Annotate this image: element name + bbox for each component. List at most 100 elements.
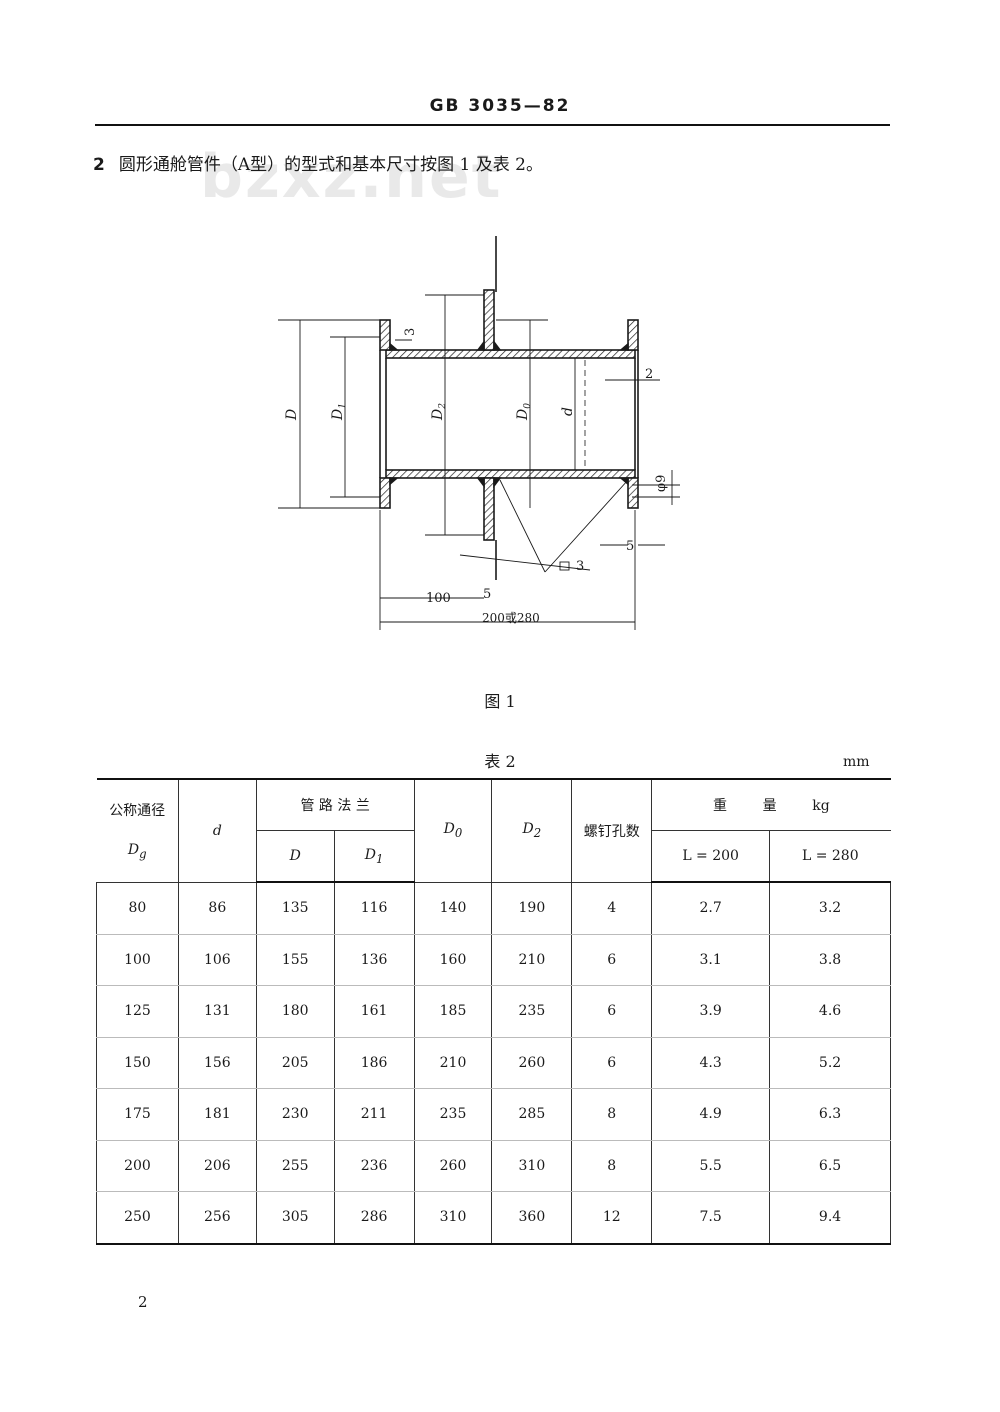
table-cell: 6 bbox=[571, 985, 653, 1038]
pipe-wall-bottom bbox=[385, 469, 636, 479]
label-dim-5-right: 5 bbox=[626, 539, 634, 554]
table-cell: 125 bbox=[96, 985, 179, 1038]
header-rule bbox=[95, 124, 890, 126]
label-D0: D0 bbox=[515, 403, 533, 421]
label-D2: D2 bbox=[430, 403, 448, 421]
table-cell: 160 bbox=[413, 934, 493, 986]
table-cell: 5.5 bbox=[651, 1140, 771, 1192]
table-cell: 205 bbox=[255, 1037, 335, 1089]
header-bolt-holes: 螺钉孔数 bbox=[571, 778, 653, 883]
header-D2: D2 bbox=[491, 778, 573, 883]
table-cell: 6 bbox=[571, 1037, 653, 1089]
table-cell: 235 bbox=[413, 1088, 493, 1141]
right-flange-bottom bbox=[627, 477, 639, 509]
table-cell: 236 bbox=[333, 1140, 415, 1192]
label-dim-5-bottom: 5 bbox=[483, 587, 491, 602]
header-d: d bbox=[177, 778, 257, 883]
table-cell: 9.4 bbox=[769, 1191, 891, 1245]
table-cell: 2.7 bbox=[651, 882, 771, 935]
table-cell: 286 bbox=[333, 1191, 415, 1245]
header-L200: L = 200 bbox=[651, 830, 771, 883]
label-dim-length: 200或280 bbox=[482, 611, 540, 625]
header-weight: 重 量 kg bbox=[651, 778, 891, 831]
table-cell: 200 bbox=[96, 1140, 179, 1192]
table-cell: 310 bbox=[491, 1140, 573, 1192]
table-cell: 175 bbox=[96, 1088, 179, 1141]
table-cell: 86 bbox=[177, 882, 257, 935]
section-paragraph: 2 圆形通舱管件（A型）的型式和基本尺寸按图 1 及表 2。 bbox=[93, 150, 543, 175]
header-L280: L = 280 bbox=[769, 830, 891, 883]
table-cell: 150 bbox=[96, 1037, 179, 1089]
bulkhead-top bbox=[483, 289, 495, 351]
table-cell: 305 bbox=[255, 1191, 335, 1245]
table-cell: 6.5 bbox=[769, 1140, 891, 1192]
label-dim-100: 100 bbox=[426, 591, 451, 606]
table-cell: 3.9 bbox=[651, 985, 771, 1038]
label-dim-3-weld: 3 bbox=[576, 559, 584, 574]
table-cell: 12 bbox=[571, 1191, 653, 1245]
table-cell: 255 bbox=[255, 1140, 335, 1192]
header-nominal-diameter: 公称通径 Dg bbox=[96, 778, 179, 883]
table-cell: 3.1 bbox=[651, 934, 771, 986]
section-number: 2 bbox=[93, 155, 105, 175]
table-cell: 210 bbox=[491, 934, 573, 986]
table-cell: 161 bbox=[333, 985, 415, 1038]
table-cell: 80 bbox=[96, 882, 179, 935]
table-cell: 206 bbox=[177, 1140, 257, 1192]
pipe-wall-top bbox=[385, 349, 636, 359]
table-cell: 155 bbox=[255, 934, 335, 986]
table-cell: 190 bbox=[491, 882, 573, 935]
header-flange: 管 路 法 兰 bbox=[255, 778, 415, 831]
table-cell: 235 bbox=[491, 985, 573, 1038]
table-cell: 4.9 bbox=[651, 1088, 771, 1141]
table-cell: 211 bbox=[333, 1088, 415, 1141]
left-flange-top bbox=[379, 319, 391, 351]
dimension-table: 公称通径 Dg d 管 路 法 兰 D0 D2 螺钉孔数 重 量 kg D D1… bbox=[96, 778, 891, 1245]
table-cell: 106 bbox=[177, 934, 257, 986]
table-cell: 100 bbox=[96, 934, 179, 986]
table-cell: 3.2 bbox=[769, 882, 891, 935]
header-flange-D: D bbox=[256, 830, 335, 883]
pipe-fitting-drawing: D D1 D2 D0 d 3 2 φ9 5 3 100 5 200或280 bbox=[278, 236, 680, 630]
table-cell: 256 bbox=[177, 1191, 257, 1245]
label-D: D bbox=[284, 409, 300, 421]
table-cell: 8 bbox=[571, 1140, 653, 1192]
table-cell: 285 bbox=[491, 1088, 573, 1141]
section-text: 圆形通舱管件（A型）的型式和基本尺寸按图 1 及表 2。 bbox=[118, 155, 543, 175]
document-header: GB 3035—82 bbox=[429, 96, 571, 116]
table-cell: 186 bbox=[333, 1037, 415, 1089]
right-flange-top bbox=[627, 319, 639, 351]
label-dim-2: 2 bbox=[645, 367, 653, 382]
figure-caption: 图 1 bbox=[484, 692, 516, 711]
table-cell: 116 bbox=[333, 882, 415, 935]
table-cell: 181 bbox=[177, 1088, 257, 1141]
table-cell: 156 bbox=[177, 1037, 257, 1089]
table-cell: 210 bbox=[413, 1037, 493, 1089]
label-dim-3-top: 3 bbox=[403, 328, 418, 336]
table-cell: 360 bbox=[491, 1191, 573, 1245]
table-unit: mm bbox=[843, 754, 870, 770]
header-flange-D1: D1 bbox=[333, 830, 415, 883]
table-cell: 4 bbox=[571, 882, 653, 935]
label-d: d bbox=[560, 407, 576, 416]
left-flange-bottom bbox=[379, 477, 391, 509]
table-cell: 3.8 bbox=[769, 934, 891, 986]
table-cell: 230 bbox=[255, 1088, 335, 1141]
page-number: 2 bbox=[138, 1293, 148, 1311]
table-cell: 140 bbox=[413, 882, 493, 935]
bulkhead-bottom bbox=[483, 477, 495, 541]
table-cell: 180 bbox=[255, 985, 335, 1038]
table-cell: 5.2 bbox=[769, 1037, 891, 1089]
table-cell: 8 bbox=[571, 1088, 653, 1141]
table-cell: 310 bbox=[413, 1191, 493, 1245]
table-cell: 260 bbox=[413, 1140, 493, 1192]
table-cell: 4.6 bbox=[769, 985, 891, 1038]
table-cell: 7.5 bbox=[651, 1191, 771, 1245]
